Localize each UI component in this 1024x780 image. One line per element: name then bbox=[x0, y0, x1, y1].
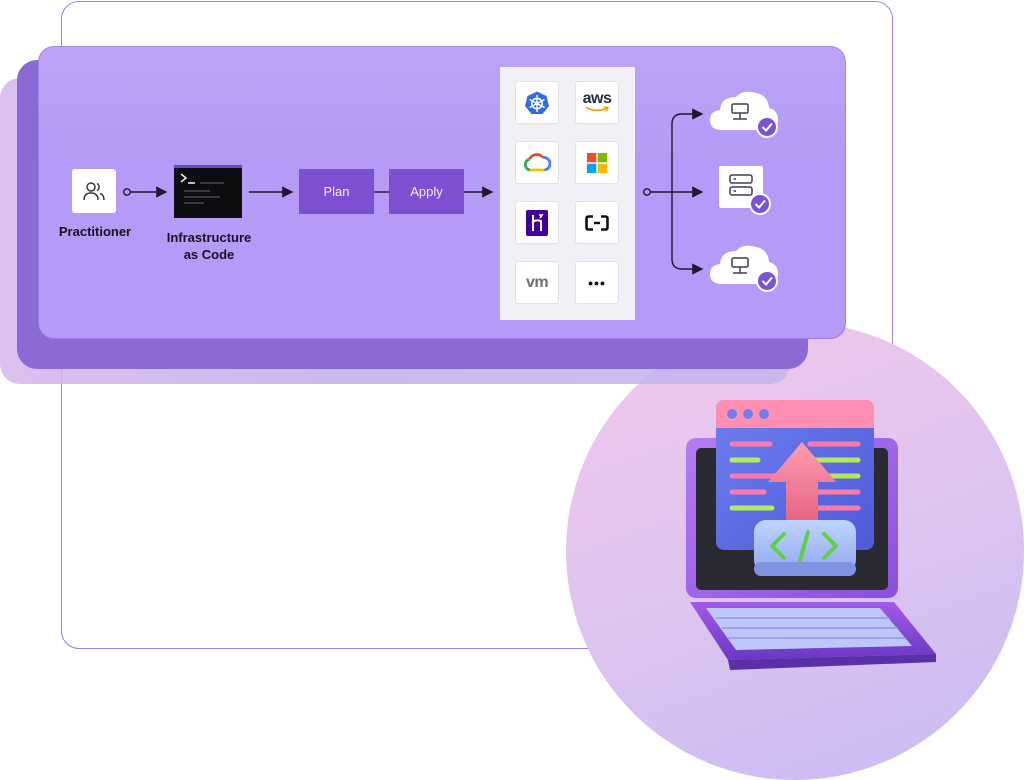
target-cloud-bottom bbox=[708, 241, 782, 293]
practitioner-node bbox=[72, 169, 116, 213]
provider-tile-aws: aws bbox=[575, 81, 619, 124]
apply-step: Apply bbox=[389, 169, 464, 214]
provider-tile-google-cloud bbox=[515, 141, 559, 184]
plan-step: Plan bbox=[299, 169, 374, 214]
iac-label-line2: as Code bbox=[183, 247, 235, 262]
provider-tile-more[interactable]: ••• bbox=[575, 261, 619, 304]
laptop-code-upload-icon bbox=[680, 396, 942, 678]
aws-icon bbox=[584, 106, 610, 113]
server-stack-icon bbox=[715, 164, 779, 218]
provider-tile-microsoft bbox=[575, 141, 619, 184]
provider-tile-heroku bbox=[515, 201, 559, 244]
iac-label: Infrastructure as Code bbox=[150, 229, 268, 263]
target-cloud-top bbox=[708, 87, 782, 139]
provider-tile-kubernetes bbox=[515, 81, 559, 124]
terminal-icon bbox=[174, 168, 242, 218]
iac-label-line1: Infrastructure bbox=[166, 230, 252, 245]
workflow-connectors bbox=[123, 108, 704, 275]
heroku-icon bbox=[526, 209, 548, 236]
aws-text: aws bbox=[582, 90, 612, 107]
microsoft-icon bbox=[587, 152, 607, 173]
provider-tile-alibaba-cloud bbox=[575, 201, 619, 244]
cloud-server-icon bbox=[708, 241, 782, 293]
users-icon bbox=[82, 180, 106, 202]
vmware-icon: vm bbox=[525, 273, 549, 291]
more-icon: ••• bbox=[588, 274, 606, 291]
provider-tile-vmware: vm bbox=[515, 261, 559, 304]
cloud-server-icon bbox=[708, 87, 782, 139]
kubernetes-icon bbox=[524, 90, 550, 116]
target-server bbox=[715, 164, 779, 218]
google-cloud-icon bbox=[523, 152, 551, 173]
iac-terminal bbox=[174, 165, 242, 218]
practitioner-label: Practitioner bbox=[58, 224, 132, 239]
alibaba-cloud-icon bbox=[585, 214, 609, 231]
